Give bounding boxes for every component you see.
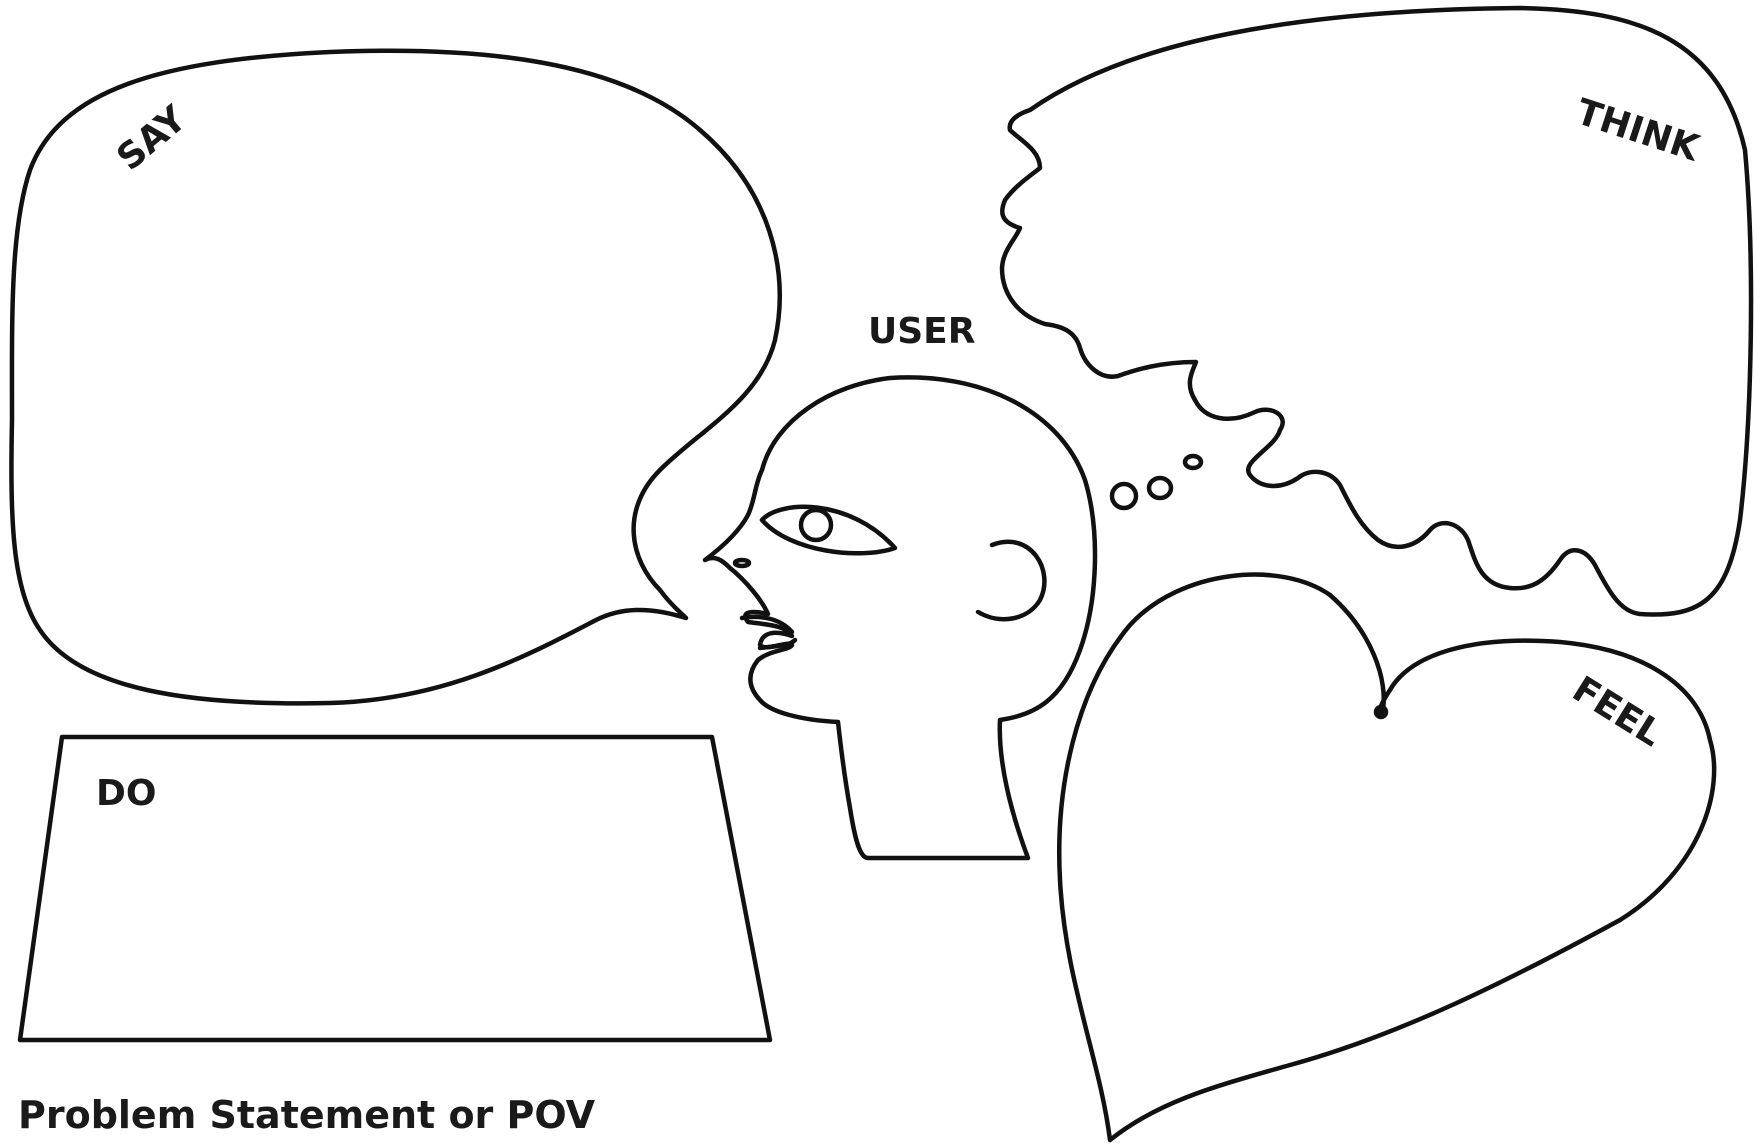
thought-dot-medium [1149, 478, 1171, 498]
say-label: SAY [109, 98, 195, 179]
think-label: THINK [1571, 92, 1705, 170]
thought-dot-small [1185, 456, 1201, 468]
feel-heart [1059, 575, 1714, 1140]
do-label: DO [96, 773, 157, 814]
problem-statement-caption: Problem Statement or POV [18, 1093, 596, 1137]
user-nostril [735, 560, 749, 566]
user-ear [978, 542, 1044, 619]
thought-dot-large [1112, 484, 1136, 508]
think-thought-cloud [1002, 8, 1751, 615]
feel-label: FEEL [1565, 669, 1669, 755]
user-eye-pupil [801, 510, 831, 540]
user-label: USER [868, 311, 975, 352]
